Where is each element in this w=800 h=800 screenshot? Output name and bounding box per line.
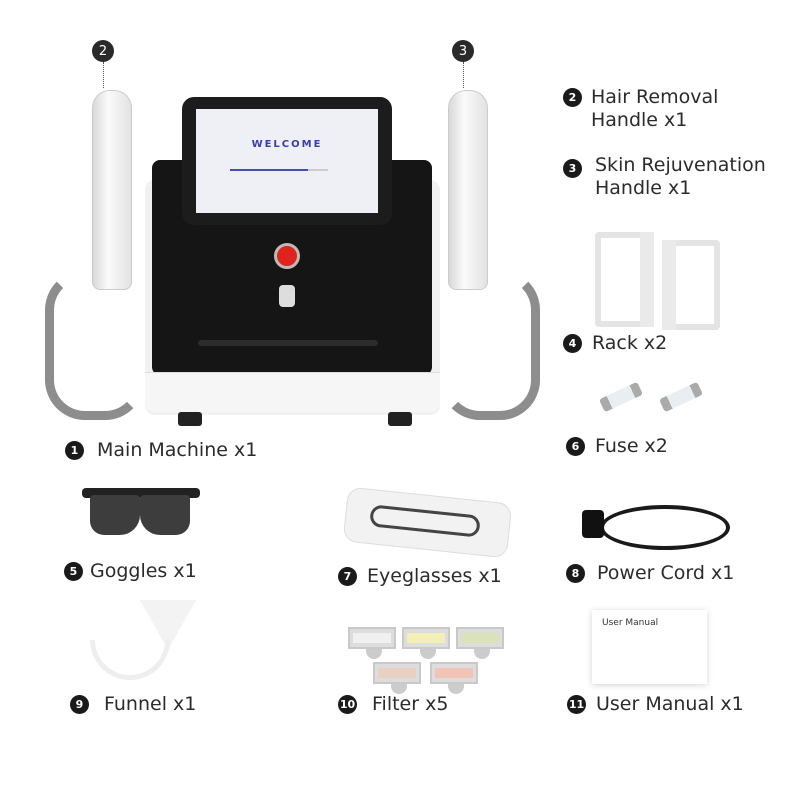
label-goggles: Goggles x1 bbox=[90, 560, 197, 582]
label-rack: Rack x2 bbox=[592, 332, 668, 354]
label-skin-rejuvenation-l1: Skin Rejuvenation bbox=[595, 154, 766, 176]
filter bbox=[456, 627, 504, 659]
vent-strip bbox=[198, 340, 378, 346]
left-hose bbox=[45, 270, 145, 420]
item-number-9: 9 bbox=[70, 695, 89, 714]
skin-rejuvenation-handle bbox=[448, 90, 488, 290]
callout-2: 2 bbox=[92, 40, 114, 62]
item-number-8: 8 bbox=[566, 564, 585, 583]
filter bbox=[348, 627, 396, 659]
item-number-10: 10 bbox=[338, 695, 357, 714]
label-skin-rejuvenation-l2: Handle x1 bbox=[595, 177, 692, 199]
manual-cover-title: User Manual bbox=[602, 618, 659, 628]
callout-line bbox=[103, 62, 104, 88]
label-hair-removal-l1: Hair Removal bbox=[591, 86, 719, 108]
callout-line bbox=[463, 62, 464, 88]
item-number-4: 4 bbox=[563, 334, 582, 353]
item-number-7: 7 bbox=[338, 567, 357, 586]
right-hose bbox=[440, 270, 540, 420]
item-number-1: 1 bbox=[65, 441, 84, 460]
foot bbox=[388, 412, 412, 426]
key-switch[interactable] bbox=[279, 285, 295, 307]
screen-display: WELCOME bbox=[196, 109, 378, 213]
item-number-11: 11 bbox=[567, 695, 586, 714]
label-eyeglasses: Eyeglasses x1 bbox=[367, 565, 502, 587]
label-user-manual: User Manual x1 bbox=[596, 693, 744, 715]
loading-bar bbox=[230, 169, 328, 171]
label-funnel: Funnel x1 bbox=[104, 693, 197, 715]
label-fuse: Fuse x2 bbox=[595, 435, 668, 457]
touch-screen[interactable]: WELCOME bbox=[182, 97, 392, 225]
welcome-text: WELCOME bbox=[251, 139, 323, 150]
label-power-cord: Power Cord x1 bbox=[597, 562, 735, 584]
hair-removal-handle bbox=[92, 90, 132, 290]
user-manual-image: User Manual bbox=[592, 610, 707, 684]
machine-base bbox=[145, 372, 440, 412]
label-filter: Filter x5 bbox=[372, 693, 449, 715]
callout-3: 3 bbox=[452, 40, 474, 62]
item-number-5: 5 bbox=[64, 562, 83, 581]
foot bbox=[178, 412, 202, 426]
emergency-stop-button[interactable] bbox=[274, 243, 300, 269]
filter bbox=[430, 662, 478, 694]
item-number-2: 2 bbox=[563, 88, 582, 107]
label-hair-removal-l2: Handle x1 bbox=[591, 109, 688, 131]
item-number-3: 3 bbox=[563, 159, 582, 178]
filter bbox=[402, 627, 450, 659]
label-main-machine: Main Machine x1 bbox=[97, 439, 258, 461]
item-number-6: 6 bbox=[566, 437, 585, 456]
filter bbox=[373, 662, 421, 694]
